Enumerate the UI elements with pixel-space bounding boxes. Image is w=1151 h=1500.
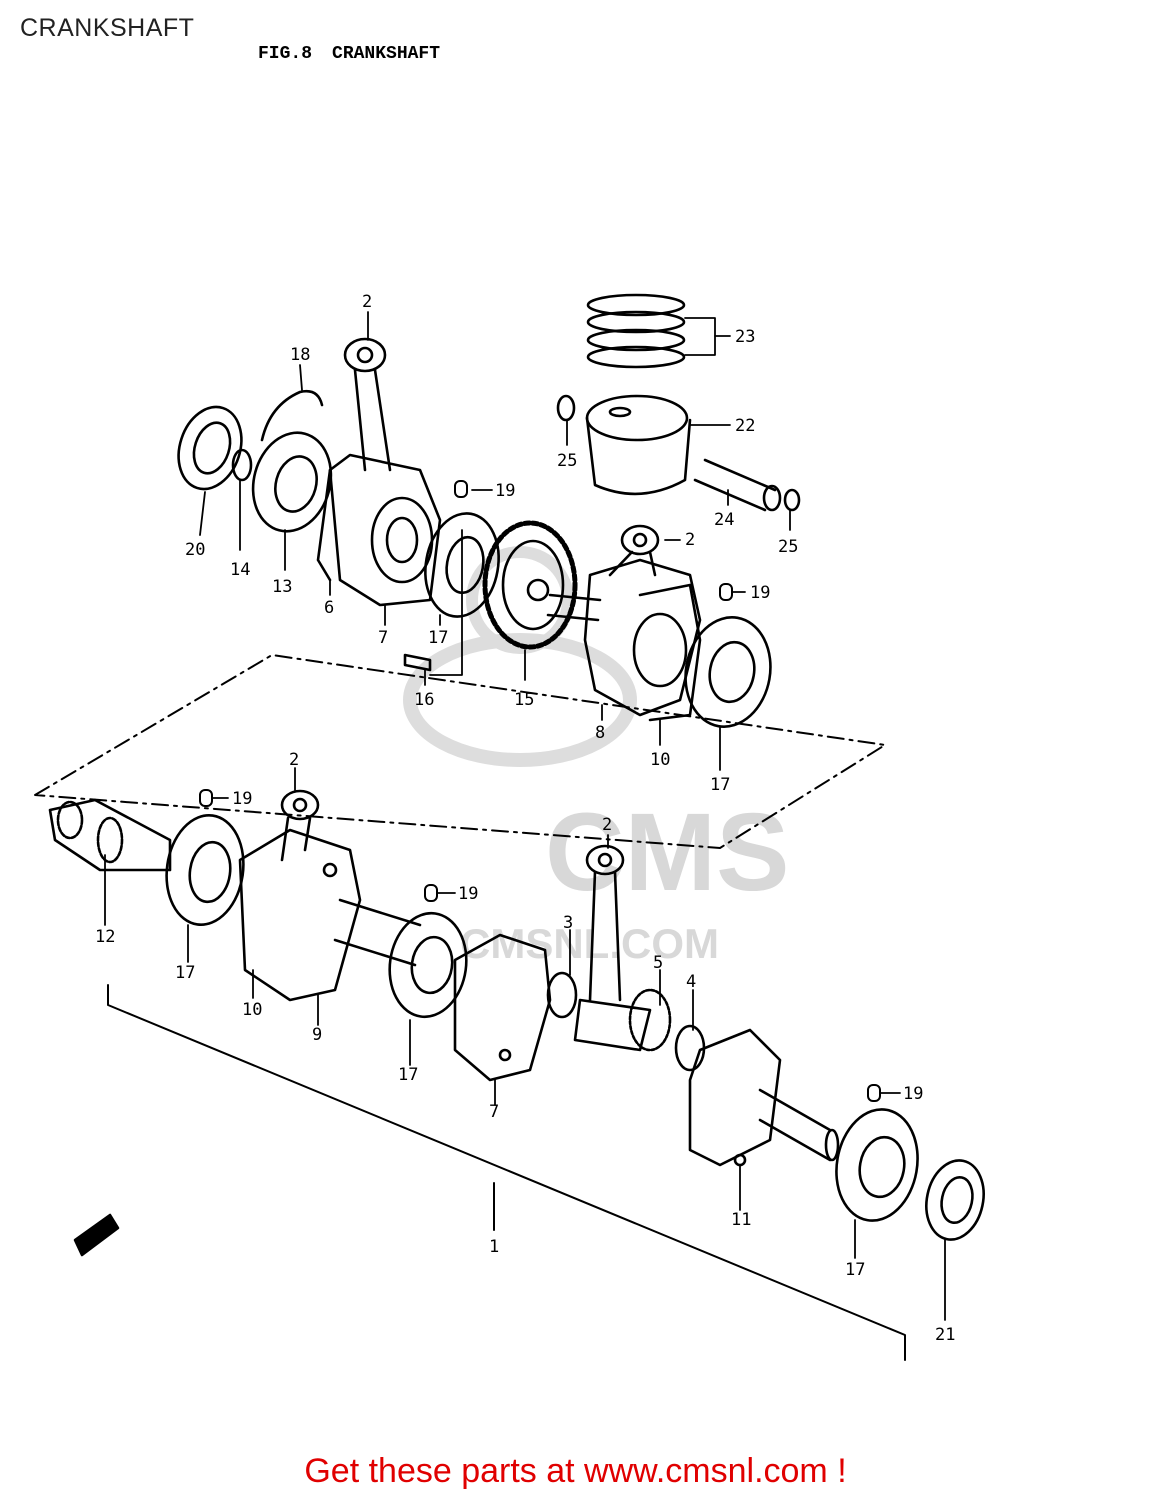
crank-web-7-top — [316, 453, 442, 607]
shaft-end-12 — [48, 798, 172, 872]
crank-web-10-top — [638, 583, 702, 722]
callout: 17 — [845, 1260, 865, 1280]
circlip-14 — [231, 448, 253, 482]
callout: 2 — [362, 292, 372, 312]
callout: 23 — [735, 327, 755, 347]
crank-web-11 — [688, 1028, 840, 1167]
callout: 9 — [312, 1025, 322, 1045]
piston-clip-25-right — [783, 488, 801, 512]
callout-labels: 2 18 23 22 25 24 25 19 20 14 13 6 7 17 1… — [95, 292, 955, 1345]
callout: 22 — [735, 416, 755, 436]
bearing-17-bottom-left — [165, 813, 245, 927]
crank-shaft-top — [546, 593, 602, 622]
gear-15 — [482, 520, 578, 650]
callout: 2 — [289, 750, 299, 770]
dash-dot-frame — [34, 654, 886, 849]
cms-watermark: CMS CMSNL.COM — [403, 546, 789, 967]
bearing-17-bottom-middle — [388, 911, 468, 1019]
crank-web-9 — [238, 828, 362, 1002]
callout: 24 — [714, 510, 734, 530]
crank-web-8 — [583, 558, 702, 717]
crank-shaft-middle — [333, 898, 422, 967]
crank-web-7-bottom — [453, 933, 552, 1082]
callout: 17 — [398, 1065, 418, 1085]
retainer-18 — [260, 390, 324, 442]
callout: 3 — [563, 913, 573, 933]
callout: 12 — [95, 927, 115, 947]
callout: 11 — [731, 1210, 751, 1230]
figure-number: FIG.8 — [258, 44, 313, 64]
oil-seal-20 — [177, 405, 243, 491]
nut-19-symbols — [199, 480, 881, 1102]
callout: 13 — [272, 577, 292, 597]
callout: 17 — [710, 775, 730, 795]
piston-rings-23 — [586, 293, 686, 369]
connecting-rod-2-top-left — [343, 337, 392, 472]
callout: 8 — [595, 723, 605, 743]
connecting-rod-2-top-right — [608, 524, 660, 577]
callout: 19 — [232, 789, 252, 809]
connecting-rod-2-bottom-left — [280, 789, 320, 862]
watermark-site: CMSNL.COM — [460, 920, 719, 967]
thrust-washer-3 — [546, 971, 578, 1019]
watermark-mascot-head — [466, 546, 574, 654]
watermark-mascot-shape — [403, 633, 637, 767]
callout: 19 — [458, 884, 478, 904]
promo-link[interactable]: Get these parts at www.cmsnl.com ! — [304, 1452, 847, 1490]
callout: 10 — [650, 750, 670, 770]
piston-22 — [585, 394, 692, 496]
bearing-17-top — [424, 512, 500, 618]
thrust-washer-4 — [674, 1024, 706, 1072]
callout: 19 — [495, 481, 515, 501]
needle-bearing-5 — [628, 988, 672, 1052]
callout: 19 — [903, 1084, 923, 1104]
direction-arrow-icon — [73, 1213, 120, 1257]
callout: 20 — [185, 540, 205, 560]
callout: 17 — [428, 628, 448, 648]
watermark-brand: CMS — [545, 791, 789, 914]
callout: 19 — [750, 583, 770, 603]
figure-title-text: CRANKSHAFT — [332, 44, 441, 64]
oil-seal-21 — [925, 1159, 985, 1241]
callout: 21 — [935, 1325, 955, 1345]
callout: 2 — [685, 530, 695, 550]
callout: 25 — [557, 451, 577, 471]
callout: 7 — [378, 628, 388, 648]
leader-lines — [104, 311, 946, 1321]
callout: 17 — [175, 963, 195, 983]
figure-title: FIG.8 CRANKSHAFT — [258, 44, 440, 64]
callout: 6 — [324, 598, 334, 618]
piston-pin-24 — [693, 458, 782, 512]
callout: 15 — [514, 690, 534, 710]
page-caption: CRANKSHAFT — [20, 14, 195, 42]
bearing-13 — [251, 431, 333, 533]
bearing-17-top-right — [684, 616, 772, 728]
callout: 4 — [686, 972, 696, 992]
callout: 5 — [653, 953, 663, 973]
piston-clip-25-left — [556, 394, 576, 422]
bearing-17-bottom-right — [835, 1108, 919, 1222]
connecting-rod-2-bottom-right — [573, 844, 652, 1052]
bolt-16 — [403, 653, 432, 672]
callout: 16 — [414, 690, 434, 710]
callout: 14 — [230, 560, 250, 580]
callout: 18 — [290, 345, 310, 365]
callout: 10 — [242, 1000, 262, 1020]
callout: 7 — [489, 1102, 499, 1122]
callout: 1 — [489, 1237, 499, 1257]
callout: 2 — [602, 815, 612, 835]
callout: 25 — [778, 537, 798, 557]
assembly-bracket — [107, 984, 906, 1361]
